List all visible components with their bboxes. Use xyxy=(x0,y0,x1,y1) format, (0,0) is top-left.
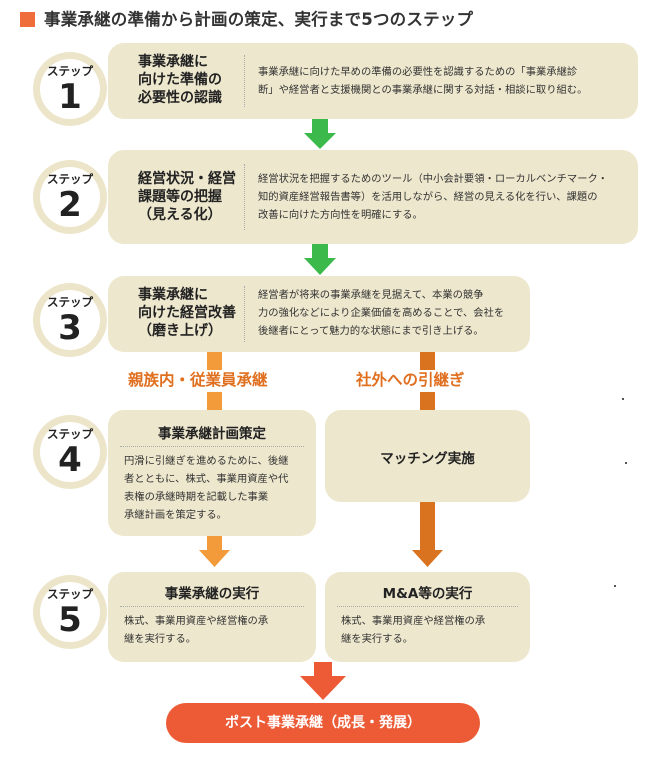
step-1-desc-line: 断」や経営者と支援機関との事業承継に関する対話・相談に取り組む。 xyxy=(258,84,588,96)
step-2-title-line: 経営状況・経営 xyxy=(138,171,236,187)
step-4-left-desc-line: 承継計画を策定する。 xyxy=(124,509,227,521)
step-5-left-desc-line: 株式、事業用資産や経営権の承 xyxy=(124,615,269,627)
step-5-badge: ステップ 5 xyxy=(33,575,107,649)
step-3-box: 事業承継に 向けた経営改善 （磨き上げ） 経営者が将来の事業承継を見据えて、本業… xyxy=(108,276,530,352)
step-2-number: 2 xyxy=(58,185,82,225)
step-3-badge: ステップ 3 xyxy=(33,283,107,357)
step-5-right-description: 株式、事業用資産や経営権の承 継を実行する。 xyxy=(341,612,485,648)
step-4-left-box: 事業承継計画策定 円滑に引継ぎを進めるために、後継 者とともに、株式、事業用資産… xyxy=(108,410,316,536)
step-5-label: ステップ xyxy=(47,587,93,601)
step-3-number: 3 xyxy=(58,308,82,348)
step-2-description: 経営状況を把握するためのツール（中小会計要領・ローカルベンチマーク・ 知的資産経… xyxy=(258,170,608,224)
step-3-desc-line: 後継者にとって魅力的な状態にまで引き上げる。 xyxy=(258,325,484,337)
step-5-right-box: M&A等の実行 株式、事業用資産や経営権の承 継を実行する。 xyxy=(325,572,530,662)
step-4-badge: ステップ 4 xyxy=(33,415,107,489)
step-4-number: 4 xyxy=(58,440,82,480)
step-2-badge: ステップ 2 xyxy=(33,160,107,234)
step-3-label: ステップ xyxy=(47,295,93,309)
step-3-title: 事業承継に 向けた経営改善 （磨き上げ） xyxy=(138,286,236,340)
step-4-left-desc-line: 表権の承継時期を記載した事業 xyxy=(124,491,269,503)
step-5-left-description: 株式、事業用資産や経営権の承 継を実行する。 xyxy=(124,612,268,648)
step-3-desc-line: 力の強化などにより企業価値を高めることで、会社を xyxy=(258,307,505,319)
step-1-label: ステップ xyxy=(47,64,93,78)
speck-dot xyxy=(625,462,627,464)
step-2-desc-line: 知的資産経営報告書等）を活用しながら、経営の見える化を行い、課題の xyxy=(258,191,598,203)
step-3-title-line: 事業承継に xyxy=(138,287,208,303)
step-4-right-box: マッチング実施 xyxy=(325,410,530,502)
step-1-title-line: 必要性の認識 xyxy=(138,90,222,106)
step-4-left-desc-line: 者とともに、株式、事業用資産や代 xyxy=(124,473,289,485)
branch-label-external: 社外への引継ぎ xyxy=(356,371,465,389)
arrow-down-icon xyxy=(304,244,336,275)
step-5-left-box: 事業承継の実行 株式、事業用資産や経営権の承 継を実行する。 xyxy=(108,572,316,662)
step-4-left-desc-line: 円滑に引継ぎを進めるために、後継 xyxy=(124,455,289,467)
step-5-right-title: M&A等の実行 xyxy=(382,586,473,602)
step-3-title-line: 向けた経営改善 xyxy=(138,305,236,321)
step-3-desc-line: 経営者が将来の事業承継を見据えて、本業の競争 xyxy=(258,289,484,301)
step-1-desc-line: 事業承継に向けた早めの準備の必要性を認識するための「事業承継診 xyxy=(258,66,578,78)
step-4-left-title: 事業承継計画策定 xyxy=(158,426,266,442)
arrow-down-icon xyxy=(199,536,230,567)
title-square-icon xyxy=(20,12,35,27)
step-1-number: 1 xyxy=(58,77,82,117)
final-stage-label: ポスト事業承継（成長・発展） xyxy=(225,715,421,731)
arrow-down-icon xyxy=(412,502,443,567)
step-1-title-line: 事業承継に xyxy=(138,54,208,70)
step-4-label: ステップ xyxy=(47,427,93,441)
arrow-down-icon xyxy=(304,119,336,149)
step-2-desc-line: 改善に向けた方向性を明確にする。 xyxy=(258,209,423,221)
step-5-right-desc-line: 株式、事業用資産や経営権の承 xyxy=(341,615,486,627)
arrow-stem-left-icon xyxy=(207,352,222,410)
step-5-left-desc-line: 継を実行する。 xyxy=(124,633,197,645)
final-stage-pill: ポスト事業承継（成長・発展） xyxy=(166,703,480,743)
step-5-right-desc-line: 継を実行する。 xyxy=(341,633,414,645)
step-5-left-title: 事業承継の実行 xyxy=(164,586,260,602)
step-4-right-title: マッチング実施 xyxy=(380,451,475,467)
step-1-title-line: 向けた準備の xyxy=(138,72,222,88)
step-5-number: 5 xyxy=(58,600,82,640)
step-2-box: 経営状況・経営 課題等の把握 （見える化） 経営状況を把握するためのツール（中小… xyxy=(108,150,638,244)
page-title: 事業承継の準備から計画の策定、実行まで5つのステップ xyxy=(44,10,474,29)
arrow-stem-right-icon xyxy=(420,352,435,410)
arrow-down-icon xyxy=(300,662,346,700)
step-2-title-line: 課題等の把握 xyxy=(138,189,222,205)
step-2-title-line: （見える化） xyxy=(138,207,222,223)
step-3-description: 経営者が将来の事業承継を見据えて、本業の競争 力の強化などにより企業価値を高める… xyxy=(258,286,504,340)
step-2-title: 経営状況・経営 課題等の把握 （見える化） xyxy=(138,170,236,224)
speck-dot xyxy=(614,585,616,587)
step-1-box: 事業承継に 向けた準備の 必要性の認識 事業承継に向けた早めの準備の必要性を認識… xyxy=(108,43,638,119)
speck-dot xyxy=(622,398,624,400)
step-3-title-line: （磨き上げ） xyxy=(138,323,222,339)
step-4-left-description: 円滑に引継ぎを進めるために、後継 者とともに、株式、事業用資産や代 表権の承継時… xyxy=(124,452,288,524)
step-2-desc-line: 経営状況を把握するためのツール（中小会計要領・ローカルベンチマーク・ xyxy=(258,173,608,185)
step-1-title: 事業承継に 向けた準備の 必要性の認識 xyxy=(138,53,222,107)
step-1-description: 事業承継に向けた早めの準備の必要性を認識するための「事業承継診 断」や経営者と支… xyxy=(258,63,587,99)
branch-label-internal: 親族内・従業員承継 xyxy=(128,371,268,389)
step-2-label: ステップ xyxy=(47,172,93,186)
step-1-badge: ステップ 1 xyxy=(33,52,107,126)
